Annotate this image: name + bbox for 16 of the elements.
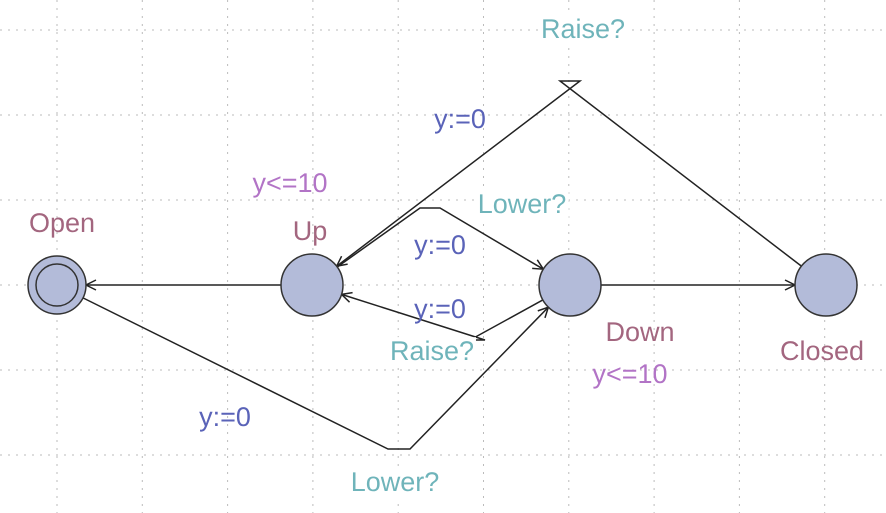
transition-arrow (601, 279, 796, 291)
transition-arrow (336, 207, 544, 270)
assignment-label: y:=0 (199, 403, 251, 433)
transition-arrow (336, 80, 802, 267)
assignment-label: y:=0 (414, 231, 466, 261)
invariant-label: y<=10 (592, 360, 668, 390)
assignment-label: y:=0 (414, 295, 466, 325)
transition-arrow (85, 279, 281, 291)
state-name: Open (28, 209, 96, 239)
invariant-label: y<=10 (252, 169, 328, 199)
state-name: Up (292, 217, 328, 247)
transition-arrow (82, 297, 550, 450)
state-name: Down (605, 318, 675, 348)
state-name: Closed (780, 337, 864, 367)
transition-arrow (340, 292, 544, 341)
assignment-label: y:=0 (434, 105, 486, 135)
